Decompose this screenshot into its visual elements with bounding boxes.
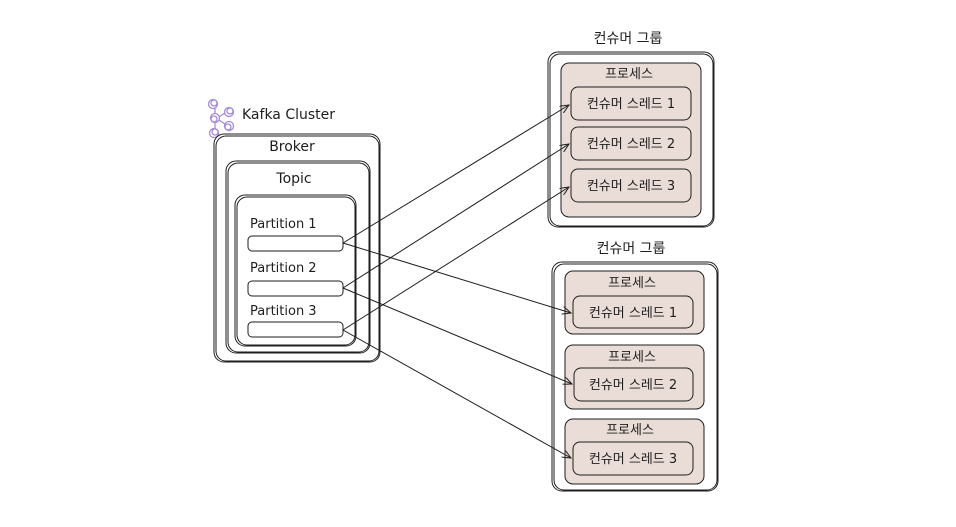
topic-box [225, 160, 371, 354]
group-2-process-2-thread-label: 컨슈머 스레드 2 [589, 378, 677, 393]
arrow-p1-group1-thread1 [342, 105, 569, 244]
group-2-process-3-thread-label: 컨슈머 스레드 3 [589, 452, 677, 467]
group-1-thread-2-label: 컨슈머 스레드 2 [587, 137, 675, 152]
partition-1-bar [247, 235, 344, 252]
group-2-process-1-title: 프로세스 [608, 276, 656, 291]
arrow-p2-group2-thread2 [342, 287, 572, 384]
arrow-p2-group1-thread2 [342, 144, 569, 289]
arrow-p3-group2-thread3 [342, 329, 571, 458]
partition-2-label: Partition 2 [250, 261, 317, 276]
group-2-process-2-title: 프로세스 [608, 350, 656, 365]
partition-3-bar [247, 321, 344, 338]
group-2-process-2-thread [573, 367, 694, 402]
group-2-process-3-thread [572, 441, 694, 476]
group-1-thread-3 [570, 168, 692, 203]
partition-2-bar [247, 280, 344, 297]
broker-box [213, 133, 381, 363]
group-2-process-1-thread-label: 컨슈머 스레드 1 [589, 306, 677, 321]
partition-container [234, 194, 357, 347]
broker-title: Broker [269, 139, 315, 155]
arrow-p3-group1-thread3 [342, 187, 569, 331]
partition-3-label: Partition 3 [250, 304, 317, 319]
kafka-logo-icon [207, 98, 235, 139]
consumer-group-2-box [551, 261, 719, 492]
group-2-process-1-thread [572, 295, 694, 329]
group-1-thread-1-label: 컨슈머 스레드 1 [587, 97, 675, 112]
group-2-process-3-title: 프로세스 [606, 423, 654, 438]
group-1-process-title: 프로세스 [605, 67, 653, 82]
group-1-thread-2 [570, 126, 692, 161]
consumer-group-1-title: 컨슈머 그룹 [594, 31, 663, 47]
topic-title: Topic [275, 171, 311, 187]
assignment-arrows [342, 105, 572, 458]
group-1-thread-3-label: 컨슈머 스레드 3 [587, 179, 675, 194]
consumer-group-1-box [547, 51, 715, 228]
cluster-title: Kafka Cluster [242, 107, 335, 123]
consumer-group-2-title: 컨슈머 그룹 [597, 241, 666, 257]
arrow-p1-group2-thread1 [342, 242, 571, 313]
group-1-thread-1 [570, 86, 692, 121]
partition-1-label: Partition 1 [250, 217, 317, 232]
